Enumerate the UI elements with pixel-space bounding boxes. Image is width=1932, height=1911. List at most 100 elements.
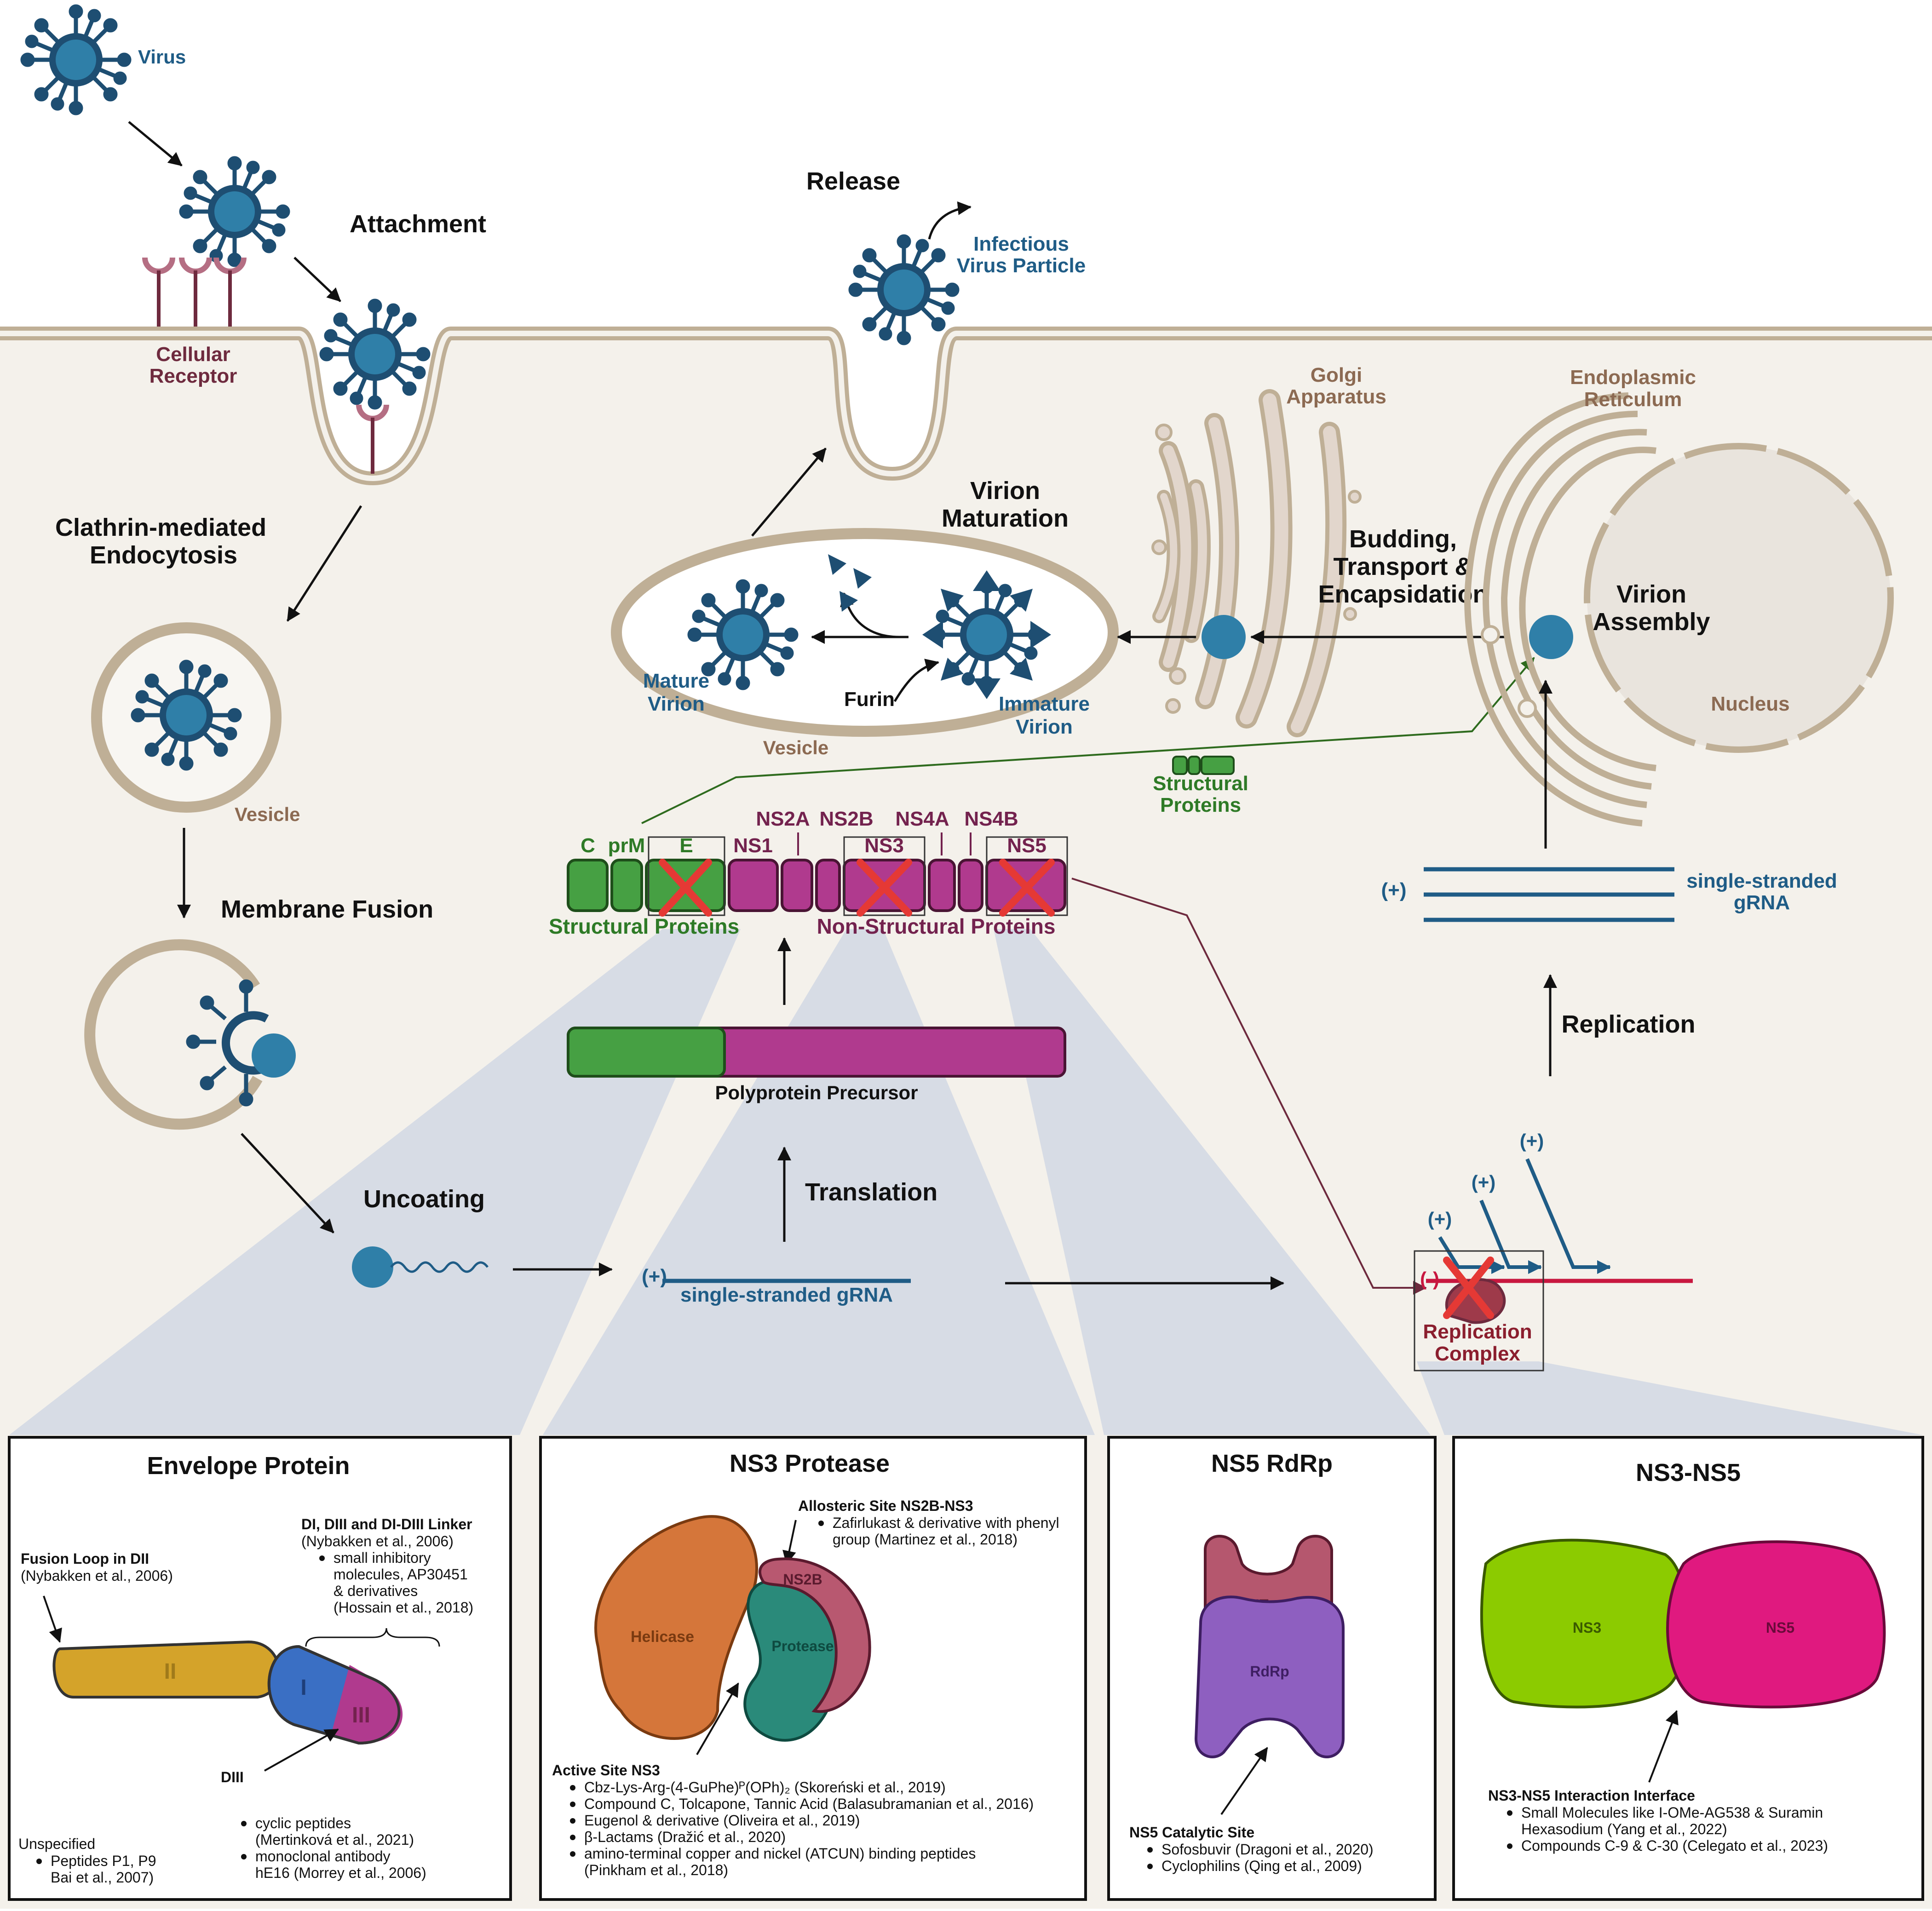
target-box-replication — [1414, 1250, 1544, 1372]
svg-text:Zafirlukast & derivative with: Zafirlukast & derivative with phenyl — [833, 1515, 1059, 1531]
svg-text:Proteins: Proteins — [1160, 794, 1241, 816]
svg-text:(Pinkham et al., 2018): (Pinkham et al., 2018) — [584, 1862, 728, 1878]
furin-label: Furin — [844, 688, 895, 711]
svg-text:(Mertinková et al., 2021): (Mertinková et al., 2021) — [255, 1831, 414, 1848]
mtase-shape — [1204, 1535, 1333, 1616]
target-box-E — [648, 836, 725, 916]
segment-label: NS4B — [964, 808, 1018, 830]
target-box-NS3 — [843, 836, 926, 916]
svg-text:Compounds C-9 & C-30 (Celegato: Compounds C-9 & C-30 (Celegato et al., 2… — [1521, 1837, 1828, 1854]
svg-text:amino-terminal copper and nick: amino-terminal copper and nickel (ATCUN)… — [584, 1845, 976, 1862]
ns3-shape — [1480, 1538, 1689, 1709]
polyprotein-precursor-label: Polyprotein Precursor — [715, 1082, 918, 1103]
svg-text:NS3: NS3 — [1573, 1619, 1601, 1636]
release-label: Release — [806, 167, 900, 195]
uncoating-label: Uncoating — [363, 1185, 485, 1213]
plus-sign: (+) — [1520, 1130, 1544, 1152]
svg-text:III: III — [352, 1703, 370, 1727]
er-virion-icon — [1529, 615, 1573, 659]
replication-label: Replication — [1561, 1010, 1695, 1038]
svg-text:Compound C, Tolcapone, Tannic: Compound C, Tolcapone, Tannic Acid (Bala… — [584, 1796, 1034, 1812]
structural-proteins-icon — [1172, 756, 1235, 775]
panel-title: NS3-NS5 — [1636, 1459, 1741, 1486]
nonstructural-proteins-bar-label: Non-Structural Proteins — [817, 914, 1056, 938]
svg-text:I: I — [300, 1676, 306, 1700]
svg-text:Complex: Complex — [1435, 1343, 1520, 1365]
segment-C — [567, 859, 609, 912]
released-virus-icon — [851, 236, 957, 343]
right-grna-label: single-stranded — [1686, 870, 1837, 892]
svg-text:Reticulum: Reticulum — [1584, 388, 1682, 411]
translation-label: Translation — [805, 1178, 937, 1206]
arrow-to-pit — [293, 257, 341, 302]
svg-text:Apparatus: Apparatus — [1286, 385, 1386, 408]
segment-label: C — [581, 834, 595, 857]
svg-text:Transport &: Transport & — [1333, 553, 1472, 580]
polyprotein-structural-part — [567, 1027, 726, 1078]
svg-text:Hexasodium (Yang et al., 2022): Hexasodium (Yang et al., 2022) — [1521, 1821, 1727, 1837]
segment-NS2A — [781, 859, 813, 912]
svg-text:Unspecified: Unspecified — [18, 1836, 95, 1852]
arrow-to-uncoating — [241, 1133, 334, 1234]
svg-text:DIII: DIII — [221, 1769, 244, 1785]
svg-text:Virion: Virion — [648, 693, 705, 715]
svg-text:Assembly: Assembly — [1593, 608, 1710, 636]
red-x-icon — [1443, 1257, 1494, 1319]
svg-text:RdRp: RdRp — [1250, 1663, 1289, 1680]
svg-text:hE16 (Morrey et al., 2006): hE16 (Morrey et al., 2006) — [255, 1865, 426, 1881]
endoplasmic-reticulum — [1464, 392, 1656, 826]
svg-text:gRNA: gRNA — [1734, 891, 1790, 914]
vesicle-virus-icon — [133, 662, 240, 769]
vesicle-label: Vesicle — [235, 803, 300, 825]
projection-cones — [9, 929, 1923, 1435]
svg-text:NS2B: NS2B — [783, 1571, 822, 1588]
svg-text:II: II — [164, 1659, 177, 1684]
svg-text:NS3-NS5 Interaction Interface: NS3-NS5 Interaction Interface — [1488, 1787, 1695, 1804]
nucleus — [1584, 443, 1894, 753]
immature-virion-label: Immature — [999, 693, 1090, 715]
svg-text:Cyclophilins (Qing et al., 200: Cyclophilins (Qing et al., 2009) — [1162, 1858, 1362, 1874]
svg-text:Virion: Virion — [1016, 716, 1073, 738]
budding-label: Budding, — [1349, 525, 1457, 553]
svg-text:monoclonal antibody: monoclonal antibody — [255, 1848, 391, 1865]
fusing-virus-icon — [186, 979, 296, 1107]
ns5-to-replication-connector — [1071, 878, 1427, 1295]
svg-text:β-Lactams (Dražić et al., 2020: β-Lactams (Dražić et al., 2020) — [584, 1829, 786, 1845]
segment-label: NS1 — [733, 834, 773, 857]
svg-text:Sofosbuvir (Dragoni et al., 20: Sofosbuvir (Dragoni et al., 2020) — [1162, 1841, 1374, 1858]
svg-text:(Nybakken et al., 2006): (Nybakken et al., 2006) — [301, 1533, 454, 1549]
golgi-apparatus — [1152, 389, 1347, 737]
svg-text:(Nybakken et al., 2006): (Nybakken et al., 2006) — [21, 1567, 173, 1584]
segment-label: E — [679, 834, 693, 857]
immature-virion-icon — [922, 570, 1051, 699]
panel-ns5-rdrp: NS5 RdRp MTase RdRp NS5 Catalytic Site S… — [1107, 1436, 1437, 1901]
svg-text:Maturation: Maturation — [942, 505, 1069, 532]
capsid-icon — [352, 1246, 393, 1288]
svg-text:Receptor: Receptor — [150, 365, 237, 387]
panel-title: NS3 Protease — [730, 1450, 890, 1477]
ns5-shape — [1666, 1540, 1886, 1709]
clathrin-label: Clathrin-mediated — [55, 514, 266, 541]
svg-text:small inhibitory: small inhibitory — [334, 1549, 431, 1566]
arrow-to-vesicle — [286, 505, 362, 622]
svg-text:Encapsidation: Encapsidation — [1318, 580, 1488, 608]
panel-envelope-protein: Envelope Protein Fusion Loop in DII (Nyb… — [8, 1436, 512, 1901]
svg-text:Active Site NS3: Active Site NS3 — [552, 1762, 660, 1779]
svg-text:Virus Particle: Virus Particle — [957, 254, 1086, 277]
virus-icon — [23, 6, 129, 113]
segment-label: prM — [608, 834, 645, 857]
svg-text:& derivatives: & derivatives — [334, 1583, 418, 1599]
panel-title: Envelope Protein — [147, 1452, 350, 1480]
svg-text:Eugenol & derivative (Oliveira: Eugenol & derivative (Oliveira et al., 2… — [584, 1812, 860, 1829]
segment-NS2B — [815, 859, 841, 912]
panel-title: NS5 RdRp — [1211, 1450, 1333, 1477]
golgi-virion-icon — [1202, 615, 1246, 659]
panel-ns3-ns5: NS3-NS5 NS3 NS5 NS3-NS5 Interaction Inte… — [1452, 1436, 1924, 1901]
fusing-vesicle — [84, 939, 263, 1130]
cellular-receptor-label: Cellular — [156, 343, 230, 366]
pr-peptide-icon — [828, 554, 872, 612]
plus-strand-sign: (+) — [642, 1265, 667, 1288]
svg-text:Small Molecules like I-OMe-AG5: Small Molecules like I-OMe-AG538 & Suram… — [1521, 1804, 1823, 1821]
grna-lines — [1424, 867, 1674, 922]
